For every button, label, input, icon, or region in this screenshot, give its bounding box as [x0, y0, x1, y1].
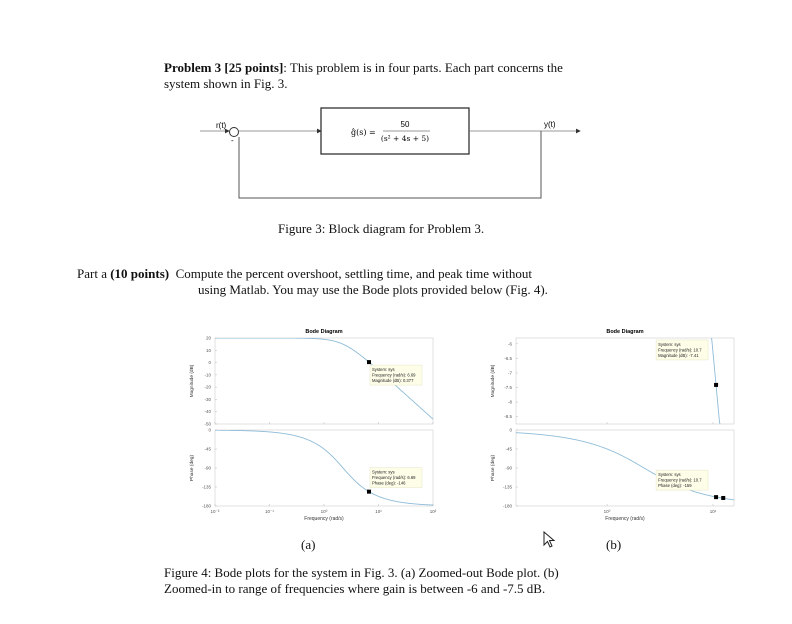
phase-y-tick-label: -45 — [204, 447, 211, 452]
part-a-prefix: Part a — [77, 266, 107, 281]
magnitude-y-axis-label: Magnitude (dB) — [189, 364, 195, 397]
part-a-line-2: using Matlab. You may use the Bode plots… — [198, 282, 548, 297]
magnitude-y-tick-label: 0 — [208, 360, 211, 365]
magnitude-y-tick-label: -30 — [204, 397, 211, 402]
datatip-text: System: sys — [658, 342, 681, 347]
x-tick-label: 10⁻¹ — [265, 509, 274, 514]
figure4-caption-line-1: Figure 4: Bode plots for the system in F… — [164, 565, 559, 580]
part-a-text: Compute the percent overshoot, settling … — [175, 266, 532, 281]
phase-y-tick-label: -45 — [505, 447, 512, 452]
datatip-box — [369, 467, 423, 488]
datatip-text: Magnitude (dB): 0.377 — [372, 378, 414, 383]
datatip-text: System: sys — [372, 367, 395, 372]
datatip-marker — [366, 360, 371, 365]
magnitude-y-axis-label: Magnitude (dB) — [490, 364, 496, 397]
problem-line-1: Problem 3 [25 points]: This problem is i… — [164, 60, 563, 76]
magnitude-y-tick-label: -40 — [204, 409, 211, 414]
magnitude-y-tick-label: -8 — [508, 400, 512, 405]
datatip-text: System: sys — [372, 470, 395, 475]
figure4-caption-line-2: Zoomed-in to range of frequencies where … — [164, 581, 546, 596]
x-tick-label: 10² — [430, 509, 437, 514]
datatip-text: Phase (deg): -159 — [658, 483, 692, 488]
x-axis-label: Frequency (rad/s) — [304, 516, 344, 522]
x-axis-label: Frequency (rad/s) — [605, 516, 645, 522]
phase-y-tick-label: 0 — [208, 428, 211, 433]
phase-y-tick-label: -180 — [202, 504, 212, 509]
subfigure-a-label: (a) — [301, 537, 316, 552]
summing-junction — [229, 127, 239, 137]
magnitude-y-tick-label: 10 — [206, 348, 212, 353]
magnitude-y-tick-label: -10 — [204, 372, 211, 377]
feedback-path — [238, 131, 542, 199]
phase-curve — [215, 430, 433, 506]
block-diagram: r(t) y(t) - ĝ(s) = 50 (s² + 4s + 5) — [200, 107, 581, 199]
magnitude-y-tick-label: -6.5 — [504, 356, 512, 361]
tf-numerator: 50 — [401, 120, 410, 129]
input-label: r(t) — [216, 121, 227, 130]
datatip-box — [655, 339, 709, 361]
phase-y-axis-label: Phase (deg) — [189, 455, 195, 482]
x-tick-label: 10¹ — [375, 509, 382, 514]
datatip-text: System: sys — [658, 472, 681, 477]
magnitude-y-tick-label: -7 — [508, 370, 512, 375]
x-tick-label: 10⁰ — [604, 509, 611, 514]
datatip-box — [369, 364, 423, 386]
part-a-line-1: Part a (10 points) Compute the percent o… — [77, 266, 532, 282]
phase-y-tick-label: -135 — [202, 485, 212, 490]
x-tick-label: 10⁰ — [321, 509, 328, 514]
datatip-text: Frequency (rad/s): 6.69 — [372, 475, 416, 480]
chart-title: Bode Diagram — [305, 329, 342, 335]
magnitude-y-tick-label: -7.5 — [504, 385, 512, 390]
mouse-cursor-icon — [543, 531, 556, 548]
output-label: y(t) — [544, 120, 556, 129]
datatip-text: Frequency (rad/s): 6.69 — [372, 373, 416, 378]
phase-curve — [516, 432, 734, 501]
datatip-text: Magnitude (dB): -7.41 — [658, 353, 699, 358]
datatip-text: Phase (deg): -146 — [372, 481, 406, 486]
datatip-marker — [714, 495, 719, 500]
chart-title: Bode Diagram — [606, 329, 643, 335]
magnitude-y-tick-label: -8.5 — [504, 414, 512, 419]
figure3-caption: Figure 3: Block diagram for Problem 3. — [278, 221, 485, 236]
phase-y-tick-label: -180 — [503, 504, 513, 509]
phase-axes — [515, 429, 735, 507]
phase-y-tick-label: -135 — [503, 485, 513, 490]
phase-y-axis-label: Phase (deg) — [490, 455, 496, 482]
datatip-text: Frequency (rad/s): 10.7 — [658, 347, 702, 352]
magnitude-y-tick-label: -20 — [204, 385, 211, 390]
x-tick-label: 10⁻² — [211, 509, 220, 514]
magnitude-y-tick-label: 20 — [206, 336, 212, 341]
magnitude-curve — [215, 338, 433, 420]
phase-y-tick-label: -90 — [505, 466, 512, 471]
part-a-points: (10 points) — [110, 266, 170, 281]
datatip-box — [655, 469, 709, 491]
minus-sign: - — [231, 136, 234, 145]
problem-text: : This problem is in four parts. Each pa… — [283, 60, 563, 75]
x-tick-label: 10¹ — [710, 509, 717, 514]
problem-line-2: system shown in Fig. 3. — [164, 76, 288, 91]
datatip-marker — [714, 382, 719, 387]
phase-y-tick-label: -90 — [204, 466, 211, 471]
tf-lhs: ĝ(s) = — [351, 128, 376, 137]
datatip-marker — [721, 495, 726, 500]
datatip-marker — [366, 489, 371, 494]
magnitude-y-tick-label: -6 — [508, 341, 512, 346]
magnitude-y-tick-label: -50 — [204, 422, 211, 427]
tf-denominator: (s² + 4s + 5) — [381, 134, 429, 143]
problem-label: Problem 3 [25 points] — [164, 60, 284, 75]
phase-y-tick-label: 0 — [509, 428, 512, 433]
subfigure-b-label: (b) — [606, 537, 622, 552]
datatip-text: Frequency (rad/s): 10.7 — [658, 478, 702, 483]
